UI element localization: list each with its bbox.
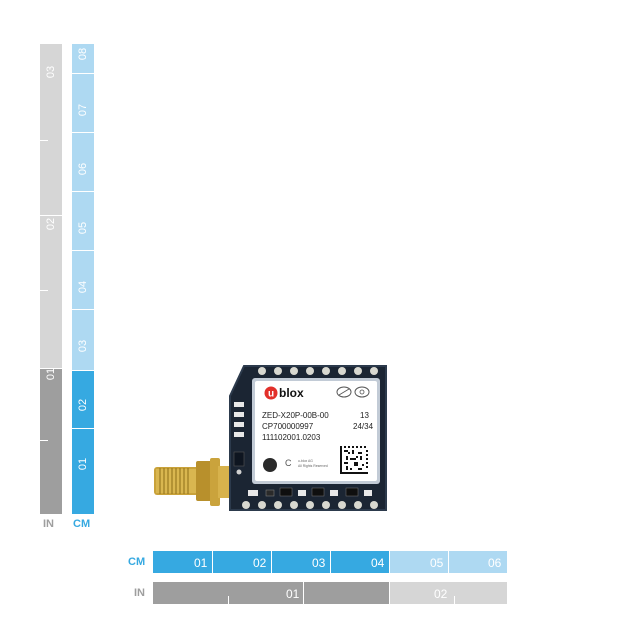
vertical-cm-label: 07 xyxy=(77,103,89,117)
vertical-cm-ruler-divider xyxy=(72,191,94,192)
gnss-module-board: u blox ZED-X20P-00B-00 13 CP700000997 24… xyxy=(154,365,387,511)
module-date-code: 24/34 xyxy=(353,422,374,431)
ublox-logo: u blox xyxy=(264,386,304,400)
module-code: CP700000997 xyxy=(262,422,314,431)
module-small-print-2: All Rights Reserved xyxy=(298,464,328,468)
datamatrix-code xyxy=(340,446,368,474)
module-model: ZED-X20P-00B-00 xyxy=(262,411,329,420)
horizontal-cm-label: 02 xyxy=(253,556,267,570)
module-model-suffix: 13 xyxy=(360,411,369,420)
top-header-pins xyxy=(258,367,378,375)
horizontal-cm-label: 03 xyxy=(312,556,326,570)
horizontal-cm-unit: CM xyxy=(128,556,146,568)
horizontal-inch-ruler-halfmark xyxy=(454,596,455,604)
bottom-components xyxy=(248,487,372,497)
horizontal-cm-ruler-divider xyxy=(271,551,272,573)
vertical-inch-unit: IN xyxy=(43,518,54,530)
horizontal-cm-label: 04 xyxy=(371,556,385,570)
bottom-header-pins xyxy=(242,501,378,509)
vertical-inch-ruler-halfmark xyxy=(40,290,48,291)
vertical-inch-ruler-dark xyxy=(40,368,62,514)
vertical-inch-ruler-divider xyxy=(40,368,62,369)
vertical-cm-ruler-dark xyxy=(72,370,94,514)
horizontal-cm-ruler-divider xyxy=(389,551,390,573)
vertical-cm-ruler-divider xyxy=(72,73,94,74)
vertical-cm-ruler-divider xyxy=(72,309,94,310)
horizontal-cm-ruler-divider xyxy=(330,551,331,573)
vertical-cm-label: 01 xyxy=(77,457,89,471)
vertical-inch-ruler-divider xyxy=(40,215,62,216)
vertical-cm-label: 02 xyxy=(77,398,89,412)
horizontal-inch-ruler-dark xyxy=(153,582,389,604)
ce-mark: C xyxy=(285,458,292,468)
vertical-inch-label: 03 xyxy=(45,65,57,79)
horizontal-cm-label: 01 xyxy=(194,556,208,570)
horizontal-inch-label: 01 xyxy=(286,587,300,601)
vertical-cm-ruler-light xyxy=(72,44,94,370)
vertical-cm-ruler-divider xyxy=(72,132,94,133)
horizontal-inch-unit: IN xyxy=(134,587,145,599)
vertical-cm-label: 08 xyxy=(77,47,89,61)
module-serial: 111102001.0203 xyxy=(262,433,321,442)
vertical-cm-ruler-divider xyxy=(72,250,94,251)
certification-icons xyxy=(336,386,370,398)
vertical-inch-label: 02 xyxy=(45,217,57,231)
vertical-cm-ruler-divider xyxy=(72,428,94,429)
horizontal-cm-label: 05 xyxy=(430,556,444,570)
vertical-cm-label: 04 xyxy=(77,280,89,294)
vertical-cm-label: 06 xyxy=(77,162,89,176)
svg-text:u: u xyxy=(268,389,274,400)
horizontal-inch-ruler-divider xyxy=(303,582,304,604)
horizontal-inch-ruler-halfmark xyxy=(228,596,229,604)
sma-antenna-connector xyxy=(154,458,232,506)
pin-one-marker xyxy=(263,458,277,472)
horizontal-inch-ruler-divider xyxy=(389,582,390,604)
horizontal-cm-ruler-divider xyxy=(448,551,449,573)
horizontal-cm-ruler-divider xyxy=(212,551,213,573)
horizontal-inch-ruler-light xyxy=(389,582,507,604)
module-small-print-1: u-blox AG xyxy=(298,459,313,463)
vertical-inch-ruler-halfmark xyxy=(40,140,48,141)
horizontal-cm-label: 06 xyxy=(488,556,502,570)
svg-text:blox: blox xyxy=(279,386,304,400)
vertical-cm-label: 05 xyxy=(77,221,89,235)
vertical-inch-label: 01 xyxy=(45,367,57,381)
left-side-components xyxy=(233,402,245,475)
vertical-inch-ruler-light xyxy=(40,44,62,368)
horizontal-inch-label: 02 xyxy=(434,587,448,601)
vertical-cm-label: 03 xyxy=(77,339,89,353)
vertical-cm-ruler-divider xyxy=(72,370,94,371)
vertical-inch-ruler-halfmark xyxy=(40,440,48,441)
vertical-cm-unit: CM xyxy=(73,518,91,530)
